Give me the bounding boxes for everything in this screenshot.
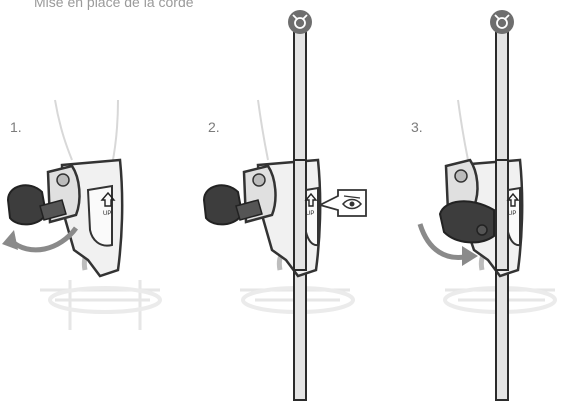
up-label: UP [306, 211, 314, 217]
rotate-arrow-ccw-icon [10, 228, 76, 250]
knot-icon [288, 10, 312, 34]
eye-icon [320, 190, 366, 216]
up-label: UP [508, 211, 516, 217]
knot-icon [490, 10, 514, 34]
step-2-illustration: UP [204, 10, 366, 400]
up-label: UP [103, 211, 111, 217]
cam [8, 185, 46, 224]
step-3-illustration: UP [420, 10, 555, 400]
step-1-illustration: UP [2, 100, 160, 330]
